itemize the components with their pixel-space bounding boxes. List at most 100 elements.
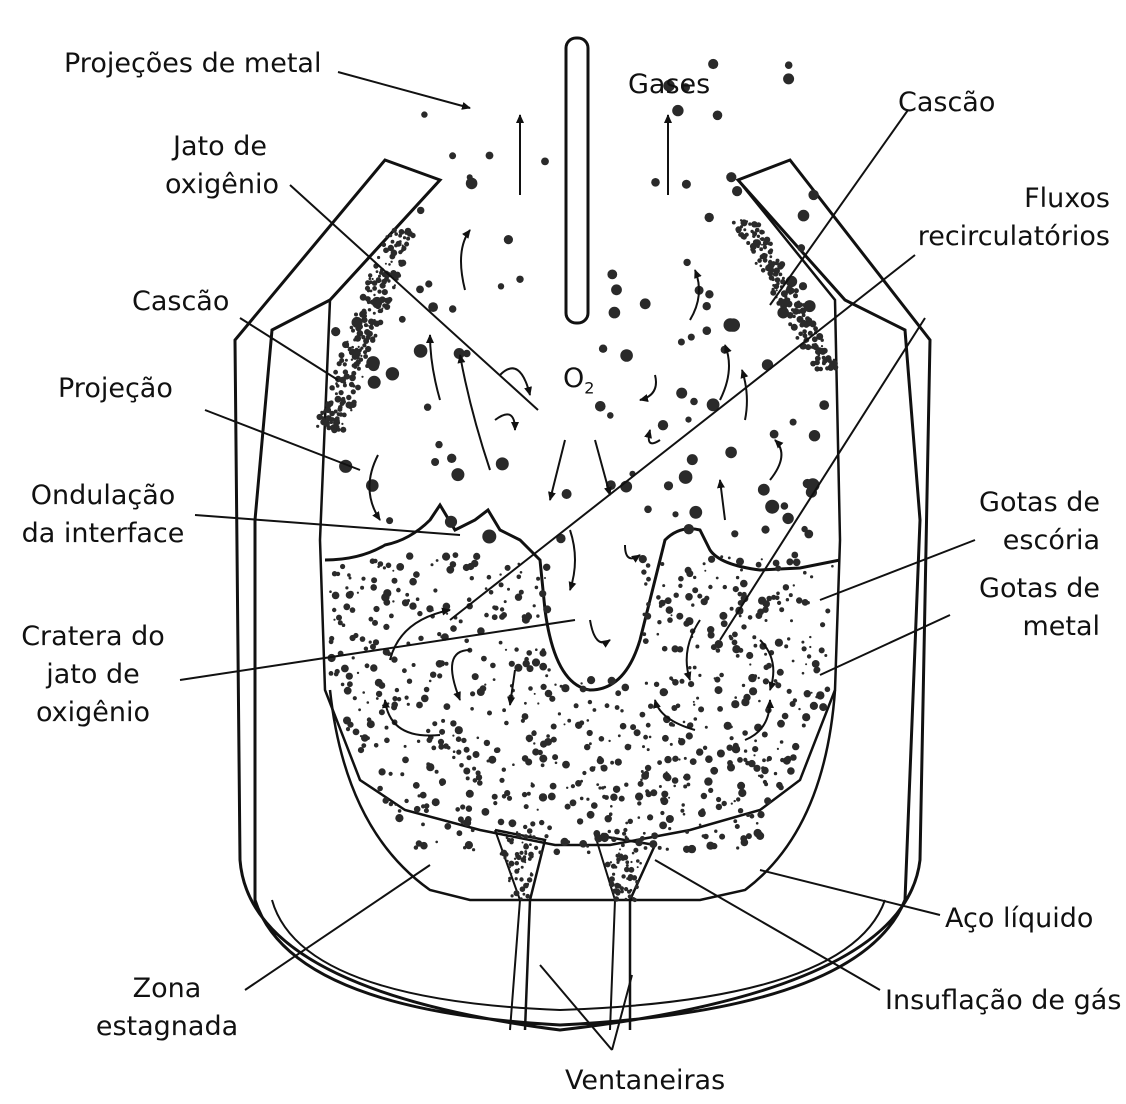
bath-droplet — [660, 562, 664, 566]
bath-droplet — [831, 565, 834, 568]
bath-droplet — [666, 815, 674, 823]
bath-droplet — [742, 592, 747, 597]
bath-droplet — [329, 639, 334, 644]
bath-droplet — [392, 696, 397, 701]
bath-droplet — [432, 798, 440, 806]
metal-droplet — [687, 454, 698, 465]
label-insuflacao-de-gas: Insuflação de gás — [885, 982, 1121, 1020]
bath-droplet — [661, 791, 668, 798]
crust-particle — [757, 235, 760, 238]
label-ondulacao-line-2: da interface — [18, 515, 188, 553]
bath-droplet — [780, 758, 784, 762]
crust-particle — [376, 270, 379, 273]
label-projecao: Projeção — [58, 370, 173, 408]
bath-droplet — [684, 757, 687, 760]
bath-droplet — [489, 590, 494, 595]
bath-droplet — [485, 587, 488, 590]
bath-droplet — [785, 756, 792, 763]
bath-droplet — [620, 723, 627, 730]
bath-droplet — [395, 814, 403, 822]
bath-droplet — [750, 814, 755, 819]
bath-droplet — [734, 800, 736, 802]
crust-particle — [818, 367, 823, 372]
bath-droplet — [531, 782, 533, 784]
bath-droplet — [472, 673, 479, 680]
bath-droplet — [547, 825, 552, 830]
gas-bubble — [601, 833, 606, 838]
bath-droplet — [693, 666, 697, 670]
bath-droplet — [444, 605, 449, 610]
bath-droplet — [472, 848, 475, 851]
bath-droplet — [414, 806, 421, 813]
gas-bubble — [532, 835, 536, 839]
bath-droplet — [554, 849, 561, 856]
bath-droplet — [766, 759, 769, 762]
crust-particle — [769, 255, 772, 258]
bath-droplet — [764, 653, 767, 656]
bath-droplet — [416, 597, 420, 601]
crust-particle — [398, 234, 402, 238]
bath-droplet — [432, 609, 434, 611]
bath-droplet — [676, 704, 681, 709]
label-zona-line-2: estagnada — [92, 1008, 242, 1046]
crust-particle — [373, 294, 375, 296]
bath-droplet — [488, 756, 496, 764]
bath-droplet — [524, 702, 527, 705]
metal-droplet — [785, 61, 793, 69]
bath-droplet — [424, 803, 429, 808]
gas-bubble — [636, 841, 639, 844]
crust-particle — [359, 311, 366, 318]
bath-droplet — [342, 623, 346, 627]
bath-droplet — [484, 684, 486, 686]
tuyere-left — [495, 830, 545, 1030]
bath-droplet — [621, 843, 625, 847]
bath-droplet — [615, 690, 621, 696]
bath-droplet — [440, 782, 444, 786]
crust-particle — [358, 346, 360, 348]
bath-droplet — [777, 748, 779, 750]
bath-droplet — [464, 639, 469, 644]
gas-bubble — [528, 852, 534, 858]
crust-particle — [796, 311, 798, 313]
bath-droplet — [426, 605, 433, 612]
metal-droplet — [679, 470, 693, 484]
bath-droplet — [701, 808, 705, 812]
crust-particle — [332, 387, 335, 390]
bath-droplet — [715, 686, 723, 694]
bath-droplet — [635, 793, 643, 801]
bath-droplet — [537, 702, 539, 704]
crust-particle — [361, 317, 367, 323]
bath-droplet — [779, 607, 784, 612]
metal-droplet — [732, 186, 742, 196]
crust-particle — [360, 294, 367, 301]
metal-droplet — [482, 530, 496, 544]
label-gotas-de-metal: Gotas de metal — [960, 570, 1100, 646]
bath-droplet — [654, 682, 659, 687]
bath-droplet — [413, 571, 420, 578]
bath-droplet — [464, 747, 470, 753]
bath-droplet — [776, 592, 780, 596]
bath-droplet — [706, 842, 714, 850]
bath-droplet — [369, 617, 374, 622]
gas-bubble — [514, 858, 516, 860]
metal-droplet — [672, 105, 683, 116]
crust-particle — [385, 263, 387, 265]
bath-droplet — [404, 745, 407, 748]
bath-droplet — [630, 724, 636, 730]
label-fluxos-recirculatorios: Fluxos recirculatórios — [890, 180, 1110, 256]
bath-droplet — [730, 736, 734, 740]
crust-particle — [776, 289, 778, 291]
bath-droplet — [346, 727, 350, 731]
bath-droplet — [660, 688, 668, 696]
bath-droplet — [455, 807, 460, 812]
bath-droplet — [638, 816, 641, 819]
metal-droplet — [421, 111, 427, 117]
gas-bubble — [526, 883, 529, 886]
metal-droplet — [424, 404, 431, 411]
label-fluxos-line-1: Fluxos — [890, 180, 1110, 218]
gas-bubble — [529, 834, 531, 836]
bath-droplet — [558, 712, 561, 715]
label-escoria-line-1: Gotas de — [960, 484, 1100, 522]
bath-droplet — [657, 760, 662, 765]
crust-particle — [754, 223, 759, 228]
